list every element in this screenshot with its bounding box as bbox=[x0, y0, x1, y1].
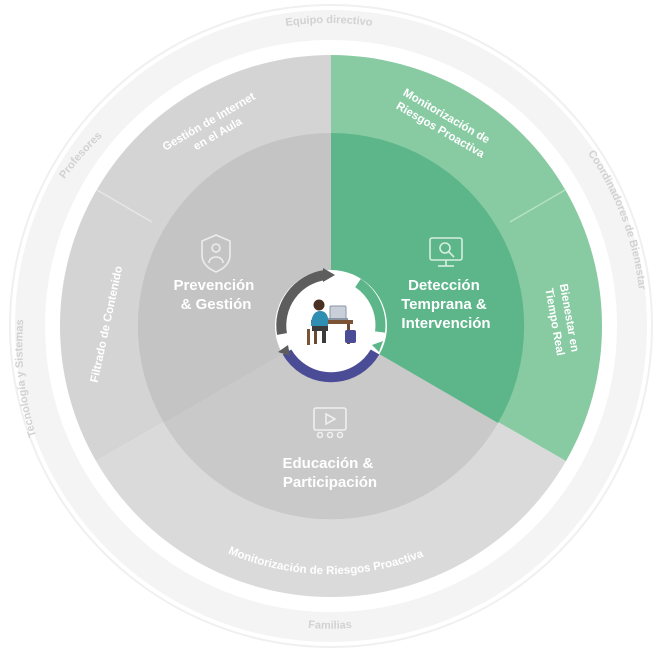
video-audience-icon bbox=[313, 407, 347, 439]
title-detection: Detección Temprana & Intervención bbox=[401, 277, 491, 332]
cycle-arrow-navy bbox=[282, 349, 380, 383]
monitor-search-icon bbox=[429, 237, 463, 267]
title-education: Educación & Participación bbox=[282, 455, 377, 491]
center-hub bbox=[275, 268, 387, 383]
cycle-arrow-gray bbox=[276, 270, 326, 335]
outer-ring-band bbox=[15, 10, 647, 642]
stakeholder-leadership: Equipo directivo bbox=[285, 14, 374, 29]
separator-right bbox=[509, 189, 566, 223]
sector-education-inner bbox=[164, 326, 498, 520]
separator-left bbox=[96, 189, 153, 223]
title-prevention: Prevención & Gestión bbox=[173, 277, 258, 313]
cycle-arrow-green bbox=[355, 278, 386, 333]
stakeholder-families: Familias bbox=[308, 619, 352, 632]
student-at-desk-icon bbox=[307, 299, 356, 345]
shield-person-icon bbox=[201, 234, 231, 273]
